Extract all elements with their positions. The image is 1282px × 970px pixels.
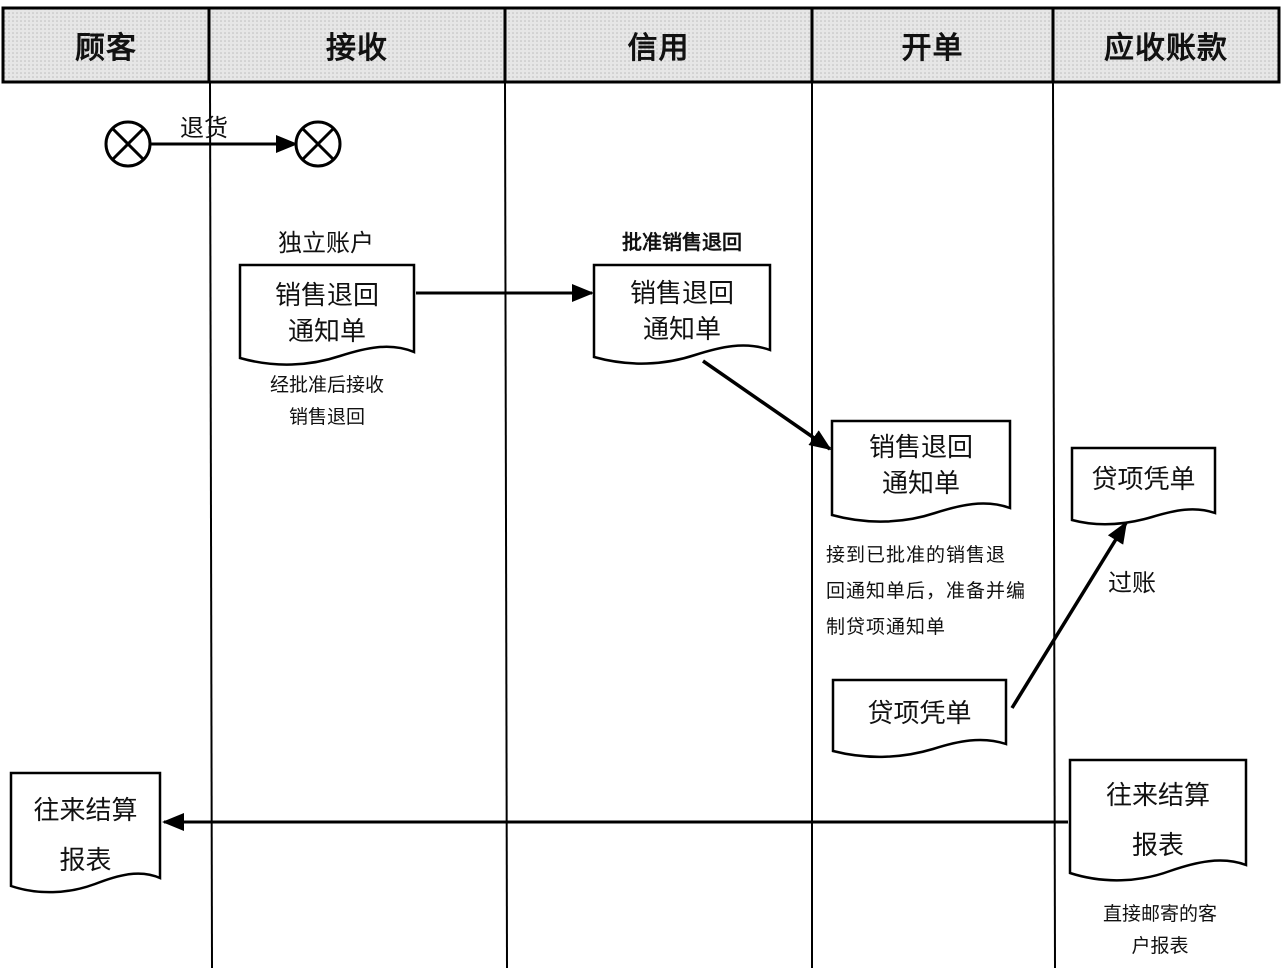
- customer-statement-label: 往来结算 报表: [11, 786, 160, 886]
- credit-doc-shape: [592, 263, 772, 365]
- customer-statement-line-1: 往来结算: [33, 796, 138, 826]
- ar-statement-shape: [1068, 758, 1248, 882]
- billing-credit-memo-label: 贷项凭单: [867, 699, 972, 729]
- receiving-doc-label: 销售退回 通知单: [240, 278, 414, 350]
- start-event: [104, 120, 152, 168]
- billing-note-line-1: 接到已批准的销售退: [826, 544, 1007, 566]
- billing-note: 接到已批准的销售退 回通知单后，准备并编 制贷项通知单: [826, 537, 1026, 645]
- ar-statement-line-1: 往来结算: [1105, 781, 1210, 811]
- credit-to-billing-arrow: [702, 359, 832, 451]
- billing-note-line-3: 制贷项通知单: [826, 616, 947, 638]
- ar-credit-memo-label: 贷项凭单: [1091, 465, 1196, 495]
- posting-arrow: [1010, 521, 1128, 709]
- ar-note: 直接邮寄的客 户报表: [1076, 898, 1244, 962]
- billing-doc-line-1: 销售退回: [868, 433, 973, 463]
- ar-note-line-2: 户报表: [1131, 935, 1189, 957]
- credit-doc-line-2: 通知单: [642, 315, 721, 345]
- lane-header-credit: 信用: [627, 31, 690, 66]
- customer-statement-line-2: 报表: [59, 846, 112, 876]
- lane-header-receiving: 接收: [326, 31, 388, 66]
- lane-header-billing: 开单: [901, 31, 964, 66]
- credit-doc-line-1: 销售退回: [629, 279, 734, 309]
- return-goods-label: 退货: [180, 114, 228, 142]
- customer-statement-shape: [9, 771, 162, 894]
- receiving-doc-shape: [238, 263, 416, 366]
- end-event: [294, 120, 342, 168]
- ar-credit-memo-shape: [1070, 446, 1217, 526]
- billing-doc-shape: [830, 419, 1012, 523]
- lane-header-customer: 顾客: [75, 31, 137, 66]
- billing-note-line-2: 回通知单后，准备并编: [826, 580, 1027, 602]
- lane-header-receivables: 应收账款: [1104, 31, 1228, 66]
- receiving-doc-line-2: 通知单: [287, 317, 366, 347]
- header-band: [1, 6, 1281, 84]
- receiving-note: 经批准后接收 销售退回: [240, 369, 414, 433]
- receiving-doc-line-1: 销售退回: [274, 281, 379, 311]
- ar-note-line-1: 直接邮寄的客: [1102, 903, 1217, 925]
- posting-label: 过账: [1108, 569, 1156, 597]
- billing-doc-label: 销售退回 通知单: [832, 430, 1010, 502]
- ar-statement-line-2: 报表: [1131, 831, 1184, 861]
- receiving-note-line-1: 经批准后接收: [269, 374, 384, 396]
- receiving-title: 独立账户: [278, 229, 374, 257]
- ar-statement-label: 往来结算 报表: [1070, 771, 1246, 871]
- receiving-note-line-2: 销售退回: [288, 406, 365, 428]
- lane-divider: [209, 81, 213, 969]
- billing-doc-line-2: 通知单: [881, 469, 960, 499]
- billing-credit-memo-shape: [831, 678, 1008, 759]
- lane-divider: [1052, 81, 1056, 969]
- credit-doc-label: 销售退回 通知单: [594, 276, 770, 348]
- credit-title: 批准销售退回: [622, 230, 742, 254]
- lane-divider: [504, 81, 508, 969]
